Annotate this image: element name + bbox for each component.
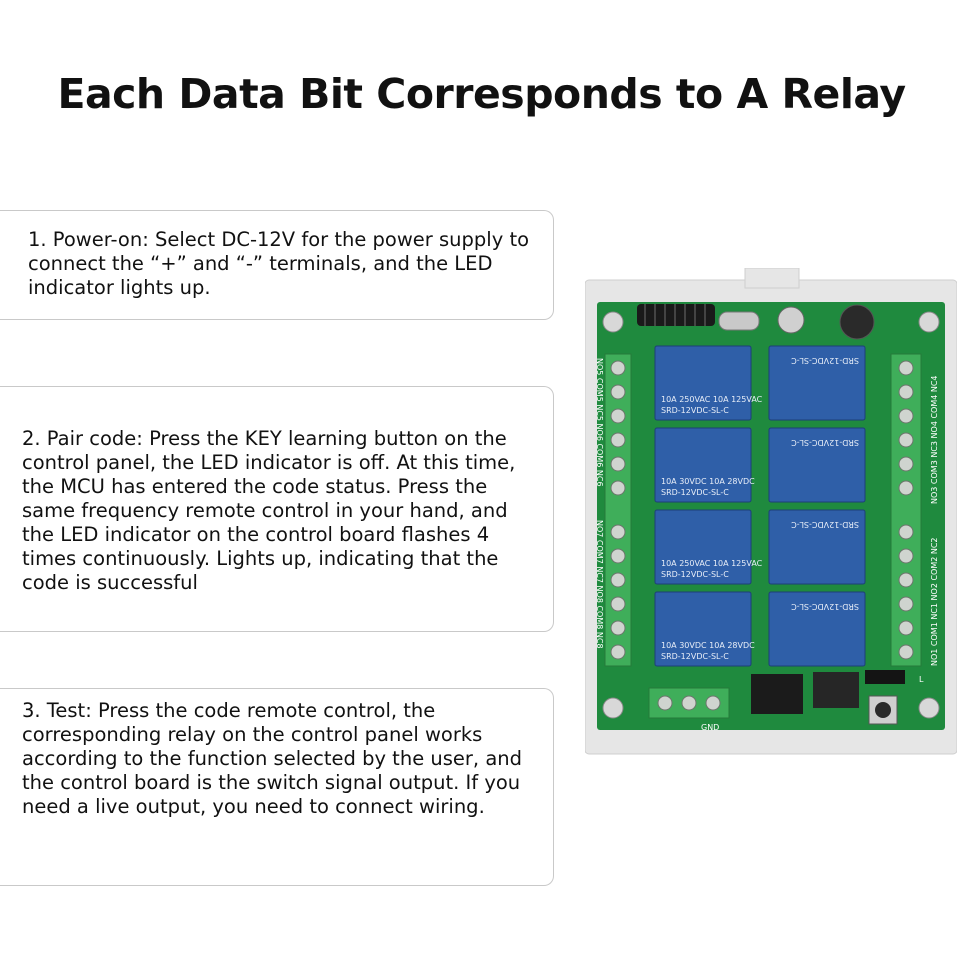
left-terminal-block — [604, 353, 632, 667]
step-card-test: 3. Test: Press the code remote control, … — [0, 688, 554, 886]
key-learning-button-icon — [868, 695, 898, 725]
jumper-label: L — [919, 675, 924, 684]
right-terminal-labels-top: NO3 COM3 NC3 NO4 COM4 NC4 — [930, 375, 939, 504]
relay-7: SRD-12VDC-SL-C — [768, 509, 866, 585]
left-terminal-labels-bottom: NO7 COM7 NC7 NO8 COM8 NC8 — [595, 520, 604, 649]
mounting-holes — [602, 311, 940, 719]
svg-text:10A 250VAC 10A 125VAC: 10A 250VAC 10A 125VAC — [661, 559, 763, 568]
power-terminal — [648, 687, 730, 719]
relay-3: 10A 250VAC 10A 125VAC SRD-12VDC-SL-C — [654, 509, 763, 585]
svg-text:SRD-12VDC-SL-C: SRD-12VDC-SL-C — [661, 406, 729, 415]
jumper-header — [865, 670, 905, 684]
relay-board-image: NO5 COM5 NC5 NO6 COM6 NC6 NO7 COM7 NC7 N… — [585, 268, 957, 755]
svg-text:SRD-12VDC-SL-C: SRD-12VDC-SL-C — [791, 438, 859, 447]
relay-8: SRD-12VDC-SL-C — [768, 591, 866, 667]
step-text: 2. Pair code: Press the KEY learning but… — [22, 427, 516, 594]
mcu-chip-icon — [751, 674, 803, 714]
relay-1: 10A 250VAC 10A 125VAC SRD-12VDC-SL-C — [654, 345, 763, 421]
svg-text:SRD-12VDC-SL-C: SRD-12VDC-SL-C — [791, 356, 859, 365]
svg-text:SRD-12VDC-SL-C: SRD-12VDC-SL-C — [661, 570, 729, 579]
svg-text:SRD-12VDC-SL-C: SRD-12VDC-SL-C — [661, 652, 729, 661]
decoder-chip-icon — [813, 672, 859, 708]
relay-5: SRD-12VDC-SL-C — [768, 345, 866, 421]
power-label: GND — [701, 723, 719, 732]
relay-4: 10A 30VDC 10A 28VDC SRD-12VDC-SL-C — [654, 591, 755, 667]
capacitor-icon — [839, 304, 875, 340]
svg-text:SRD-12VDC-SL-C: SRD-12VDC-SL-C — [661, 488, 729, 497]
capacitor-icon — [777, 306, 805, 334]
right-terminal-block — [890, 353, 922, 667]
page-title: Each Data Bit Corresponds to A Relay — [57, 70, 906, 118]
step-text: 1. Power-on: Select DC-12V for the power… — [28, 228, 530, 299]
relay-6: SRD-12VDC-SL-C — [768, 427, 866, 503]
left-terminal-labels-top: NO5 COM5 NC5 NO6 COM6 NC6 — [595, 358, 604, 487]
antenna-coil-icon — [637, 304, 715, 326]
right-terminal-labels-bottom: NO1 COM1 NC1 NO2 COM2 NC2 — [930, 537, 939, 666]
relay-2: 10A 30VDC 10A 28VDC SRD-12VDC-SL-C — [654, 427, 755, 503]
crystal-icon — [718, 311, 760, 331]
step-card-power-on: 1. Power-on: Select DC-12V for the power… — [0, 210, 554, 320]
svg-text:10A 30VDC 10A 28VDC: 10A 30VDC 10A 28VDC — [661, 641, 755, 650]
step-card-pair-code: 2. Pair code: Press the KEY learning but… — [0, 386, 554, 632]
step-text: 3. Test: Press the code remote control, … — [22, 699, 523, 818]
svg-text:10A 30VDC 10A 28VDC: 10A 30VDC 10A 28VDC — [661, 477, 755, 486]
svg-text:SRD-12VDC-SL-C: SRD-12VDC-SL-C — [791, 520, 859, 529]
svg-text:SRD-12VDC-SL-C: SRD-12VDC-SL-C — [791, 602, 859, 611]
svg-text:10A 250VAC 10A 125VAC: 10A 250VAC 10A 125VAC — [661, 395, 763, 404]
